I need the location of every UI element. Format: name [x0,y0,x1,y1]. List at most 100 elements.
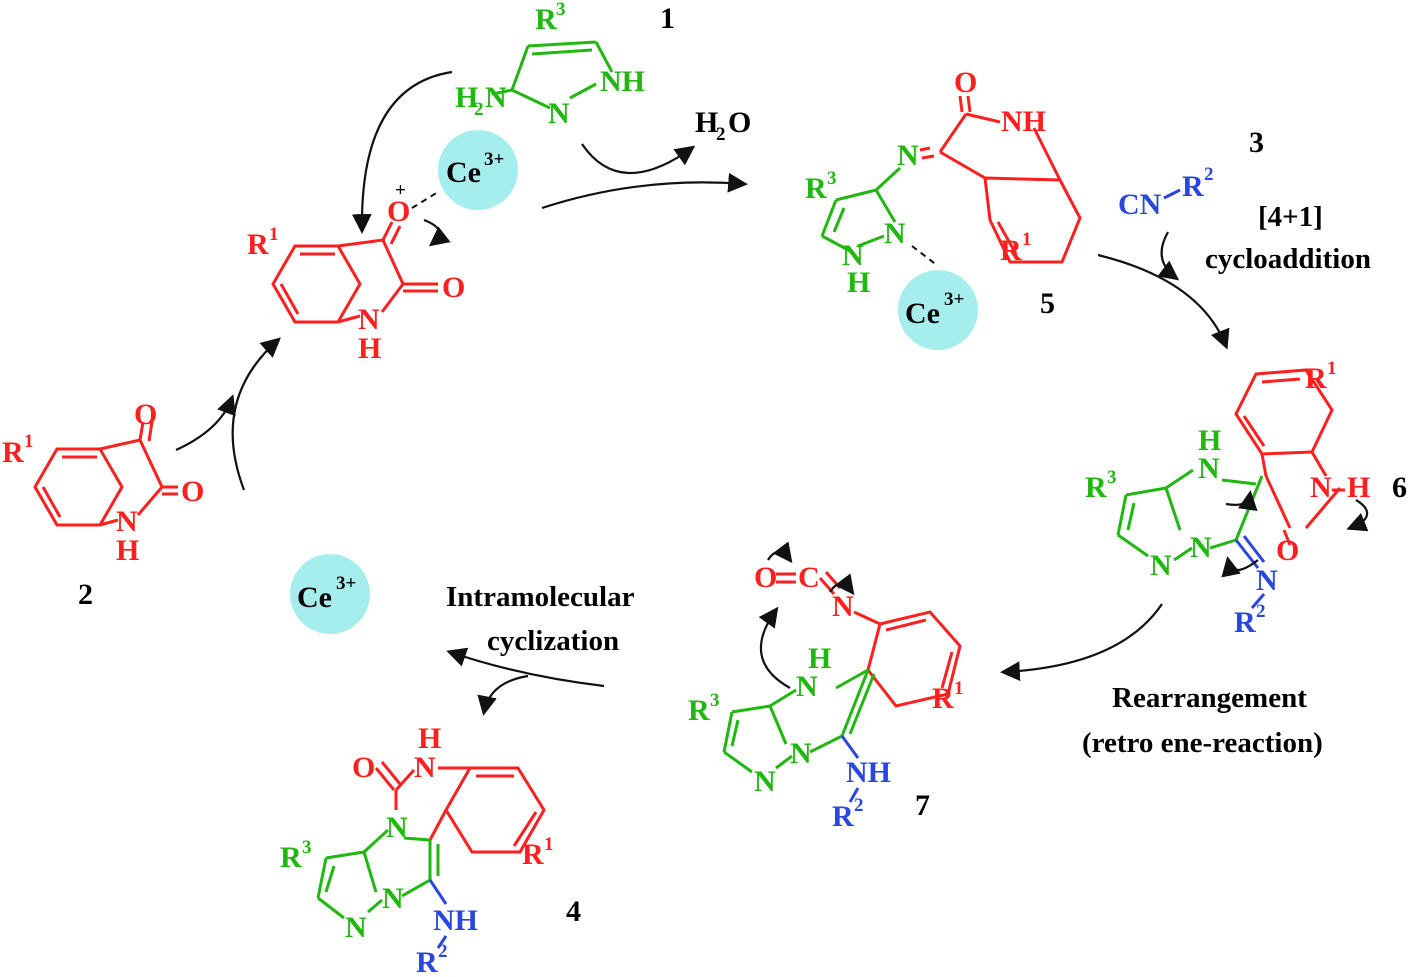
ring-nh-nitrogen: N [1198,452,1220,485]
catalyst-charge: 3+ [484,149,504,170]
step-rearrangement-line2: (retro ene-reaction) [1082,727,1323,759]
compound-3-number: 3 [1249,126,1264,159]
catalytic-cycle-arrows [175,70,1230,716]
cerium-catalyst-bottom: Ce 3+ [290,554,370,634]
substituent-r3: R [280,841,302,874]
substituent-r3-index: 3 [710,690,720,711]
amide-nitrogen: N [414,751,436,784]
substituent-r3-index: 3 [1107,467,1117,488]
pyrazole-nitrogen: N [1190,531,1212,564]
catalyst-circle [898,270,978,350]
substituent-r1: R [522,838,544,871]
step-cycloaddition-line1: [4+1] [1258,201,1323,233]
amine-nitrogen: N [485,81,507,114]
compound-2-number: 2 [78,578,93,611]
compound-5-imine: O NH R 1 N R 3 N N H [805,66,1082,299]
compound-4-product: O H N R 1 N R 3 N N NH R 2 [280,722,554,977]
ring-nh-hydrogen: H [1198,424,1221,457]
substituent-r1: R [247,228,269,261]
substituent-r3-index: 3 [556,0,566,20]
compound-7-number: 7 [915,789,930,822]
lactam-oxygen: O [1276,534,1299,567]
compound-2-isatin: O O N H R 1 [2,398,204,567]
isocyanate-oxygen: O [754,561,777,594]
substituent-r1-index: 1 [1022,229,1032,250]
isocyanate-carbon: C [798,561,820,594]
imine-nitrogen: N [897,139,919,172]
pyrazole-hydrogen: H [847,266,870,299]
substituent-r1: R [2,436,24,469]
step-cyclization-line2: cyclization [487,625,619,657]
step-rearrangement-line1: Rearrangement [1112,682,1307,714]
oxonium-charge: + [395,180,406,201]
compound-1-number: 1 [660,2,675,35]
amine-nh: NH [433,904,478,937]
catalyst-circle [290,554,370,634]
carbonyl-oxygen: O [181,475,204,508]
water-oxygen: O [728,106,751,139]
substituent-r3-index: 3 [302,837,312,858]
amide-hydrogen: H [418,722,441,755]
ring-nh-nitrogen: N [796,670,818,703]
amine-hydrogen-count: 2 [474,99,484,120]
imine-nitrogen: N [1256,564,1278,597]
compound-4-number: 4 [566,895,581,928]
substituent-r1-index: 1 [544,834,554,855]
catalyst-symbol: Ce [297,581,332,614]
substituent-r1-index: 1 [954,678,964,699]
activated-carbonyl-oxygen: O [387,195,410,228]
amide-hydrogen: H [116,534,139,567]
carbonyl-oxygen: O [134,398,157,431]
substituent-r1: R [1305,362,1327,395]
pyrazole-nitrogen: N [842,239,864,272]
isocyanate-nitrogen: N [832,590,854,623]
pyrazole-nitrogen: N [754,765,776,798]
cerium-catalyst-top: Ce 3+ [438,130,518,210]
pyrazole-nitrogen: N [548,97,570,130]
substituent-r3: R [1085,471,1107,504]
compound-7-isocyanate: O C N R 1 H N R 3 N N NH R 2 [688,541,964,833]
substituent-r1: R [932,682,954,715]
substituent-r3: R [805,172,827,205]
amide-nitrogen: N [116,505,138,538]
substituent-r1-index: 1 [1327,358,1337,379]
substituent-r1-index: 1 [24,431,34,452]
catalyst-symbol: Ce [905,297,940,330]
substituent-r1: R [1000,234,1022,267]
catalyst-circle [438,130,518,210]
substituent-r2-index: 2 [1256,601,1266,622]
compound-1-aminopyrazole: R 3 H 2 N N NH [455,0,645,130]
amine-hydrogen: H [455,81,478,114]
lactam-hydrogen: H [1347,471,1370,504]
compound-3-isocyanide: CN R 2 [1118,164,1214,221]
catalyst-charge: 3+ [336,573,356,594]
isocyanide-group: CN [1118,188,1162,221]
substituent-r3: R [535,3,557,36]
ring-nh-hydrogen: H [808,642,831,675]
lactam-nh: NH [1001,105,1046,138]
substituent-r2: R [1182,170,1204,203]
carbonyl-oxygen: O [352,751,375,784]
step-cyclization-line1: Intramolecular [446,581,635,613]
substituent-r1-index: 1 [269,224,279,245]
pyrazole-nitrogen: N [382,882,404,915]
activated-isatin: O + O N H R 1 [247,180,465,365]
substituent-r2: R [416,946,438,977]
cerium-catalyst-right: Ce 3+ [898,270,978,350]
amide-nitrogen: N [358,303,380,336]
carbonyl-oxygen: O [442,271,465,304]
pyrazole-nitrogen: N [790,737,812,770]
lactam-oxygen: O [954,66,977,99]
pyrazole-nitrogen: N [1150,549,1172,582]
lactam-nitrogen: N [1310,471,1332,504]
compound-6-spiro-intermediate: R 1 N H O H N R 3 N N N R 2 [1085,358,1370,639]
substituent-r2-index: 2 [1204,164,1214,185]
water-byproduct: H 2 O [695,106,751,145]
water-hydrogen-count: 2 [716,124,726,145]
pyrazole-nitrogen: N [884,217,906,250]
water-hydrogen: H [695,106,718,139]
substituent-r2: R [1234,606,1256,639]
compound-5-number: 5 [1040,287,1055,320]
substituent-r3: R [688,694,710,727]
